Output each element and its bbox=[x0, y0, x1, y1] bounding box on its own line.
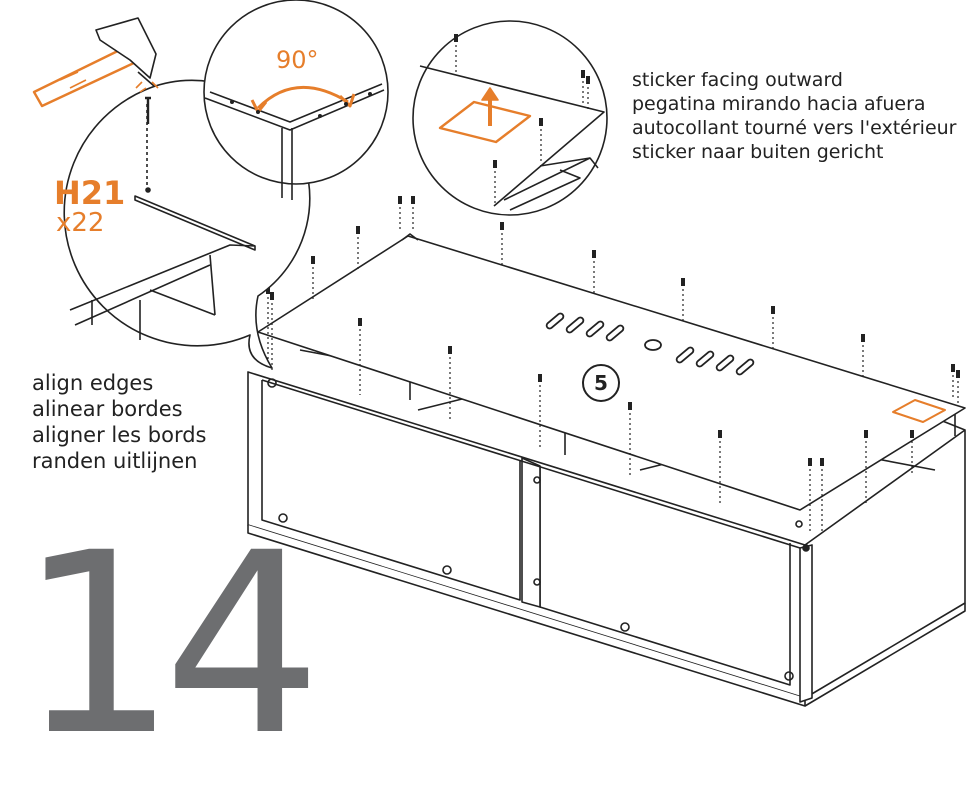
align-instruction: align edges alinear bordes aligner les b… bbox=[32, 370, 207, 474]
align-line-en: align edges bbox=[32, 371, 154, 395]
align-line-fr: aligner les bords bbox=[32, 423, 207, 447]
step-number: 14 bbox=[18, 499, 322, 790]
sticker-line-fr: autocollant tourné vers l'extérieur bbox=[632, 117, 957, 139]
panel-number-badge: 5 bbox=[582, 364, 620, 402]
angle-label: 90° bbox=[276, 46, 319, 74]
sticker-line-en: sticker facing outward bbox=[632, 69, 843, 91]
assembly-diagram bbox=[32, 0, 966, 707]
sticker-instruction: sticker facing outward pegatina mirando … bbox=[632, 68, 956, 164]
sticker-line-nl: sticker naar buiten gericht bbox=[632, 141, 884, 163]
align-line-es: alinear bordes bbox=[32, 397, 183, 421]
cabinet-body bbox=[247, 349, 966, 707]
part-quantity: x22 bbox=[56, 208, 105, 238]
sticker-line-es: pegatina mirando hacia afuera bbox=[632, 93, 926, 115]
nail-drops bbox=[266, 196, 960, 534]
callout-angle-detail bbox=[203, 0, 389, 200]
align-line-nl: randen uitlijnen bbox=[32, 449, 198, 473]
part-code: H21 bbox=[54, 174, 126, 212]
callout-sticker-detail bbox=[412, 20, 608, 216]
